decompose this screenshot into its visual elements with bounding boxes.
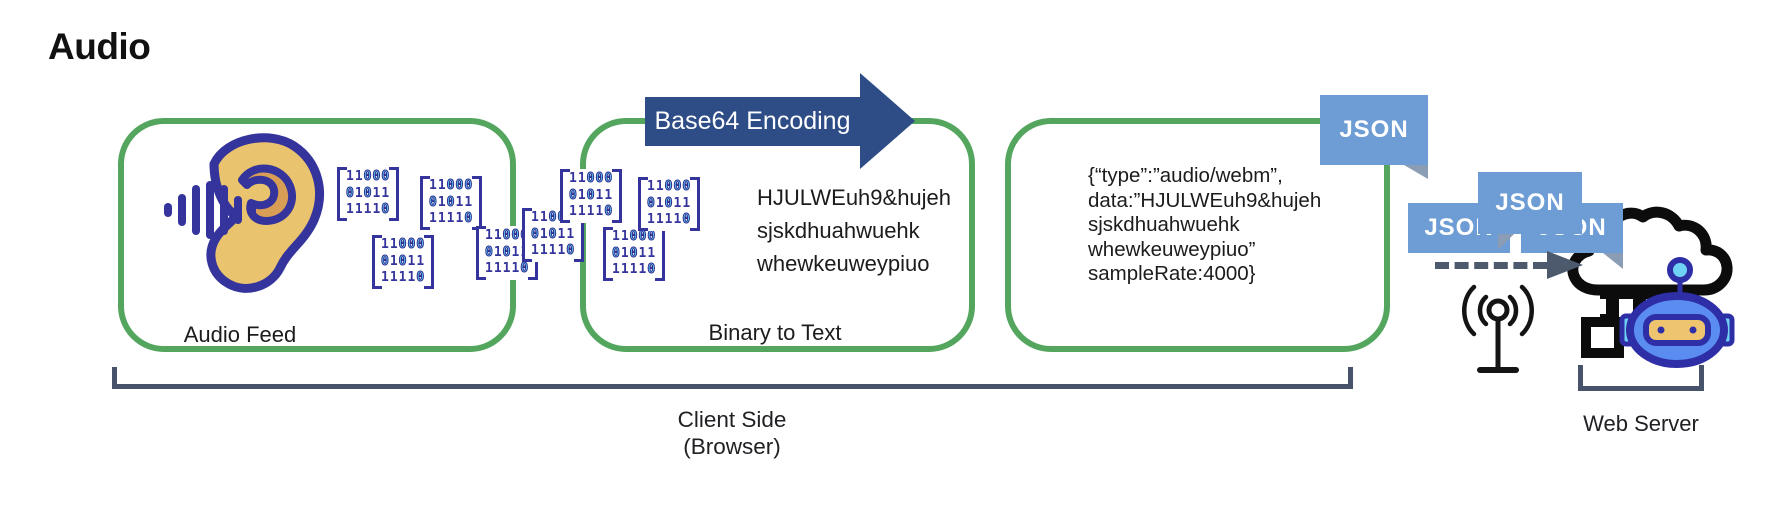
audio-feed-box xyxy=(118,118,516,352)
web-server-bracket xyxy=(1578,365,1704,391)
binary-to-text-label: Binary to Text xyxy=(708,320,842,345)
dashed-transfer-arrowhead-icon xyxy=(1547,251,1583,279)
audio-feed-label: Audio Feed xyxy=(183,322,297,347)
json-file-tag: JSON xyxy=(1320,95,1428,179)
base64-arrow-label: Base64 Encoding xyxy=(654,107,851,135)
json-file-tag: JSON xyxy=(1478,172,1582,250)
sound-waves-icon xyxy=(164,181,256,239)
client-side-line1: Client Side xyxy=(677,407,787,432)
ear-icon xyxy=(164,133,325,293)
client-side-label: Client Side (Browser) xyxy=(532,406,932,460)
base64-encoding-arrow: Base64 Encoding xyxy=(645,97,860,146)
antenna-icon xyxy=(1462,284,1534,373)
json-payload-content: {“type”:”audio/webm”, data:”HJULWEuh9&hu… xyxy=(1088,164,1322,285)
base64-text-content: HJULWEuh9&hujeh sjskdhuahwuehk whewkeuwe… xyxy=(757,185,952,276)
robot-icon xyxy=(1619,257,1735,368)
client-side-line2: (Browser) xyxy=(683,434,781,459)
dashed-transfer-line xyxy=(1435,262,1547,269)
client-side-bracket xyxy=(112,367,1353,389)
base64-arrow-head-icon xyxy=(860,73,915,169)
page-title: Audio xyxy=(48,26,151,67)
cloud-robot-server-icon xyxy=(1567,206,1735,368)
web-server-label: Web Server xyxy=(1583,411,1699,436)
